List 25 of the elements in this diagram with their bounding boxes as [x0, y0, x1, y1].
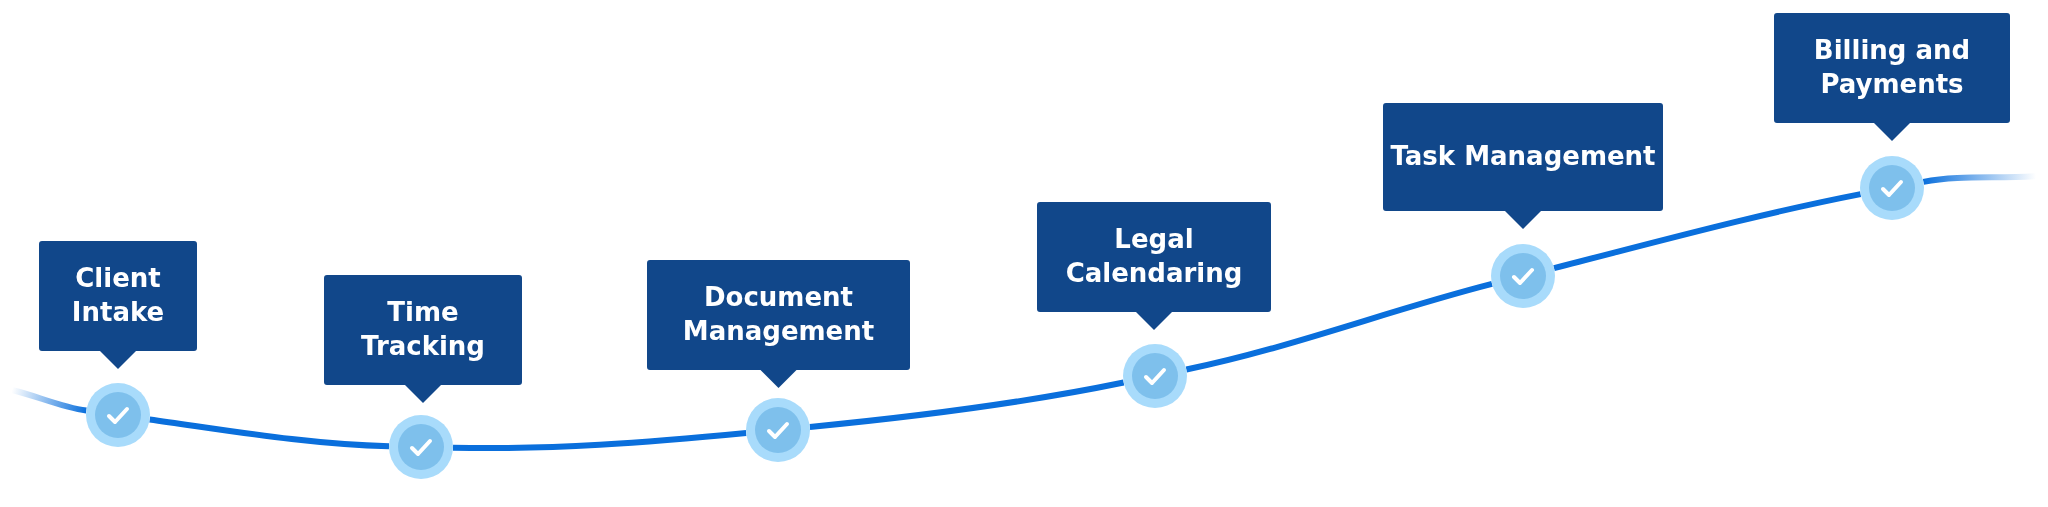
timeline-curve: [1553, 191, 1862, 271]
callout-label: Task Management: [1390, 140, 1656, 174]
callout-box: [1774, 13, 2010, 141]
checkpoint-marker: [86, 383, 150, 447]
callout-label: Document Management: [681, 281, 876, 348]
callout-box: [647, 260, 910, 388]
callout-label: Billing and Payments: [1812, 34, 1972, 101]
checkpoint-marker: [1123, 344, 1187, 408]
callout-box: [39, 241, 197, 369]
callout-label: Legal Calendaring: [1064, 223, 1244, 290]
callout-label: Time Tracking: [360, 296, 486, 363]
checkpoint-marker: [1491, 244, 1555, 308]
timeline-curve: [452, 430, 747, 452]
checkpoint-marker: [746, 398, 810, 462]
timeline-curve: [11, 387, 87, 414]
callout-box: [1383, 103, 1663, 229]
timeline-curve: [1922, 173, 2037, 185]
callout-box: [1037, 202, 1271, 330]
checkpoint-marker: [1860, 156, 1924, 220]
callout-box: [324, 275, 522, 403]
callout-label: Client Intake: [70, 262, 166, 329]
timeline-curve: [809, 379, 1125, 430]
checkpoint-marker: [389, 415, 453, 479]
timeline-curve: [1185, 281, 1493, 373]
timeline-curve: [149, 416, 390, 450]
